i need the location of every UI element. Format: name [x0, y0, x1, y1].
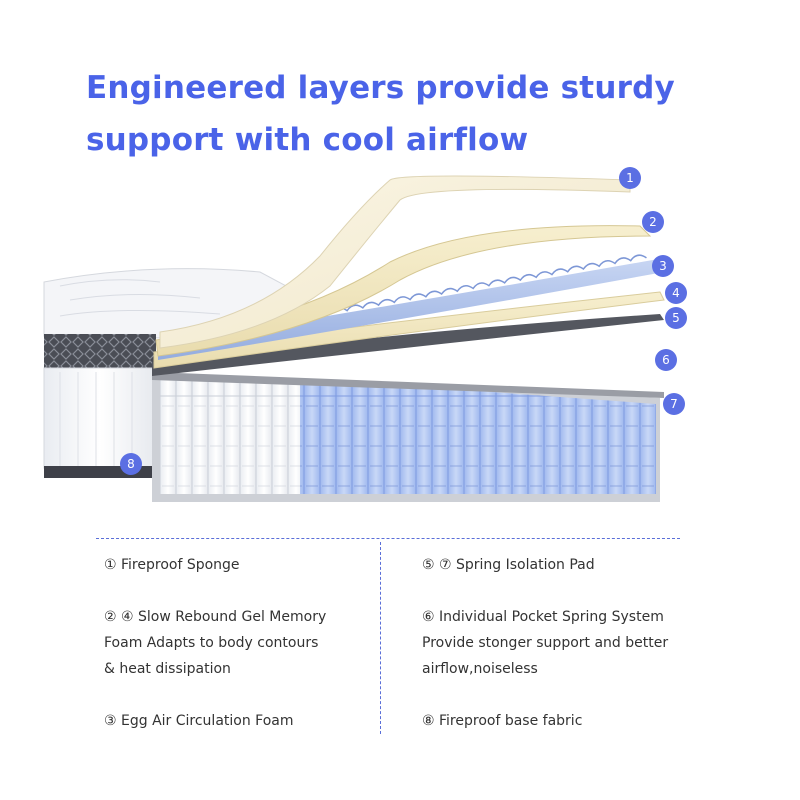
badge-5: 5 [665, 307, 687, 329]
legend-item-egg-foam: ③ Egg Air Circulation Foam [104, 708, 294, 734]
legend-line: ③ Egg Air Circulation Foam [104, 713, 294, 729]
pocket-springs [300, 378, 656, 494]
diamond-border-band [44, 334, 156, 368]
legend-item-fireproof-sponge: ① Fireproof Sponge [104, 552, 240, 578]
legend-item-pocket-spring: ⑥ Individual Pocket Spring System Provid… [422, 604, 668, 682]
headline: Engineered layers provide sturdy support… [86, 62, 726, 166]
badge-5-label: 5 [672, 311, 680, 325]
badge-1-label: 1 [626, 171, 634, 185]
gel-foam-2 [155, 225, 652, 357]
legend-item-gel-memory-foam: ② ④ Slow Rebound Gel Memory Foam Adapts … [104, 604, 326, 682]
badge-1: 1 [619, 167, 641, 189]
badge-6-label: 6 [662, 353, 670, 367]
badge-7: 7 [663, 393, 685, 415]
mattress-body [43, 268, 291, 478]
badge-2-label: 2 [649, 215, 657, 229]
mattress-layers-illustration: 1 2 3 4 5 6 7 8 [43, 167, 687, 502]
badge-7-label: 7 [670, 397, 678, 411]
badge-8-label: 8 [127, 457, 135, 471]
headline-line-1: Engineered layers provide sturdy [86, 70, 675, 106]
badge-4: 4 [665, 282, 687, 304]
legend-line: ⑧ Fireproof base fabric [422, 713, 583, 729]
legend-line: ⑥ Individual Pocket Spring System [422, 609, 664, 625]
badge-3: 3 [652, 255, 674, 277]
legend-line: & heat dissipation [104, 661, 231, 677]
legend-divider-horizontal [96, 538, 680, 539]
egg-foam-3 [158, 258, 664, 360]
legend-line: Foam Adapts to body contours [104, 635, 319, 651]
isolation-pad-5 [152, 314, 664, 376]
fireproof-sponge-1 [159, 175, 631, 349]
legend-line: ① Fireproof Sponge [104, 557, 240, 573]
badge-8: 8 [120, 453, 142, 475]
legend-item-isolation-pad: ⑤ ⑦ Spring Isolation Pad [422, 552, 595, 578]
legend-item-base-fabric: ⑧ Fireproof base fabric [422, 708, 582, 734]
badge-6: 6 [655, 349, 677, 371]
badge-3-label: 3 [659, 259, 667, 273]
legend-line: airflow,noiseless [422, 661, 538, 677]
legend-divider-vertical [380, 542, 381, 734]
white-springs [160, 378, 310, 494]
isolation-pad-7 [152, 372, 664, 398]
legend-line: Provide stonger support and better [422, 635, 669, 651]
legend-line: ② ④ Slow Rebound Gel Memory [104, 609, 327, 625]
headline-line-2: support with cool airflow [86, 122, 529, 158]
badge-2: 2 [642, 211, 664, 233]
badge-4-label: 4 [672, 286, 680, 300]
legend-line: ⑤ ⑦ Spring Isolation Pad [422, 557, 595, 573]
